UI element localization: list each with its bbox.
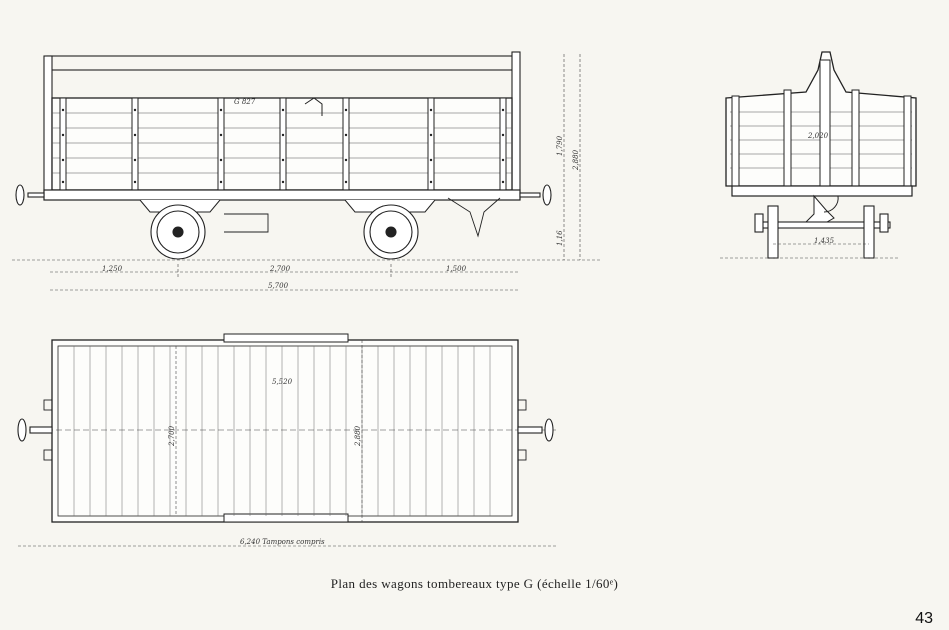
wagon-marking: G 827 <box>234 98 256 106</box>
dim-total-height: 2,880 <box>572 149 580 171</box>
plan-view <box>17 333 556 523</box>
dim-outside-width: 2,880 <box>354 425 362 447</box>
dim-left-overhang: 1,250 <box>102 265 123 273</box>
dim-end-inside-width: 2,020 <box>807 132 829 140</box>
dim-wheelbase: 2,700 <box>269 265 291 273</box>
dim-track-gauge: 1,435 <box>814 237 835 245</box>
dim-inside-width: 2,700 <box>168 425 176 447</box>
side-dimension-labels: 1,250 2,700 1,500 5,700 G 827 1,790 2,88… <box>102 98 580 290</box>
dim-buffer-length: 6,240 Tampons compris <box>240 538 325 546</box>
dim-side-height: 1,790 <box>556 135 564 156</box>
end-dimension-labels: 2,020 1,435 <box>807 132 835 245</box>
plan-dimension-lines <box>18 340 556 547</box>
dim-overall-length: 5,700 <box>268 282 289 290</box>
figure-caption: Plan des wagons tombereaux type G (échel… <box>330 576 619 591</box>
dim-floor-height: 1,16 <box>556 230 564 246</box>
dim-inside-length: 5,520 <box>272 378 293 386</box>
end-elevation <box>725 51 917 259</box>
side-elevation <box>15 51 552 260</box>
end-dimension-lines <box>720 243 900 259</box>
side-dimension-lines <box>12 54 600 291</box>
plan-dimension-labels: 5,520 2,700 2,880 6,240 Tampons compris <box>168 378 362 546</box>
dim-right-overhang: 1,500 <box>446 265 467 273</box>
page-number: 43 <box>915 610 933 627</box>
